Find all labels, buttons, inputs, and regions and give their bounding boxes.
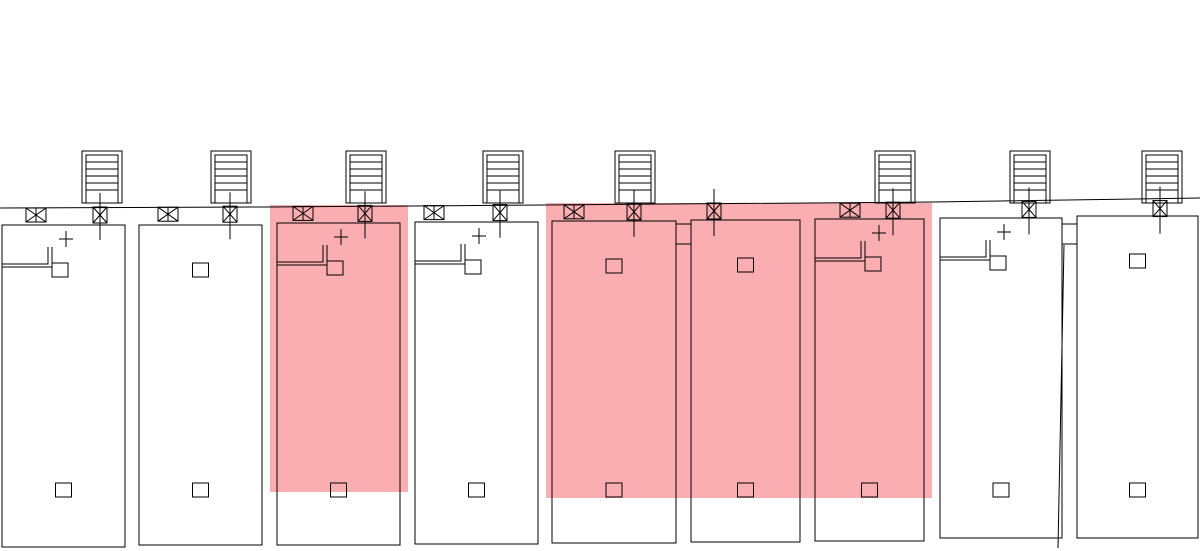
manhole-icon xyxy=(55,482,72,498)
ladder-outline xyxy=(482,150,524,204)
bay-1 xyxy=(1,193,126,548)
bay-outline xyxy=(939,217,1063,539)
ladder-inner xyxy=(1145,154,1179,204)
manhole-icon xyxy=(326,260,344,276)
ladder-group xyxy=(81,150,1183,204)
ladder-icon xyxy=(874,150,916,204)
bay-6 xyxy=(690,189,801,543)
ladder-inner xyxy=(214,154,248,204)
bay-outline xyxy=(138,224,263,546)
ladder-icon xyxy=(614,150,656,204)
ladder-icon xyxy=(1141,150,1183,204)
connector xyxy=(675,223,692,245)
service-line xyxy=(0,197,1200,209)
ladder-outline xyxy=(874,150,916,204)
bay-outline xyxy=(814,218,925,542)
bay-8 xyxy=(939,187,1063,539)
manhole-icon xyxy=(192,262,209,278)
service-line xyxy=(0,197,1200,209)
connector xyxy=(1061,223,1078,245)
bay-outline xyxy=(414,221,539,545)
ladder-outline xyxy=(1141,150,1183,204)
ladder-inner xyxy=(85,154,119,204)
pipe xyxy=(940,240,991,261)
highlight-zone xyxy=(270,205,408,492)
bay-4 xyxy=(414,190,539,545)
bay-9 xyxy=(1076,186,1199,539)
manhole-icon xyxy=(1129,482,1146,498)
manhole-icon xyxy=(861,482,878,498)
bay-3 xyxy=(276,191,401,546)
manhole-icon xyxy=(51,262,69,278)
manhole-icon xyxy=(605,258,623,274)
bay-outline xyxy=(690,219,801,543)
manhole-icon xyxy=(737,257,754,273)
bay-outline xyxy=(551,220,677,544)
manhole-icon xyxy=(992,482,1010,498)
manhole-icon xyxy=(464,259,482,275)
pipe xyxy=(415,244,466,265)
pipe xyxy=(815,241,866,262)
pipe xyxy=(277,245,324,263)
manhole-icon xyxy=(605,482,623,498)
ladder-icon xyxy=(81,150,123,204)
bay-5 xyxy=(551,189,677,544)
ladder-outline xyxy=(614,150,656,204)
bay-2 xyxy=(138,192,263,546)
ladder-outline xyxy=(345,150,387,204)
bay-outline xyxy=(1,224,126,548)
pipe xyxy=(940,240,987,258)
ladder-icon xyxy=(1009,150,1051,204)
highlight-zone xyxy=(546,203,932,498)
manhole-icon xyxy=(468,482,485,498)
ladder-icon xyxy=(482,150,524,204)
manhole-icon xyxy=(192,482,209,498)
manhole-icon xyxy=(330,482,347,498)
ladder-icon xyxy=(345,150,387,204)
pipe xyxy=(2,247,49,265)
manhole-icon xyxy=(737,482,754,498)
bay-outline xyxy=(1076,215,1199,539)
ladder-icon xyxy=(210,150,252,204)
connector-line xyxy=(1057,244,1065,549)
manhole-icon xyxy=(864,256,882,272)
ladder-inner xyxy=(618,154,652,204)
bay-outline xyxy=(276,222,401,546)
ladder-inner xyxy=(1013,154,1047,204)
ladder-inner xyxy=(349,154,383,204)
manhole-icon xyxy=(989,255,1007,271)
pipe xyxy=(277,245,328,266)
ladder-inner xyxy=(878,154,912,204)
manhole-icon xyxy=(1129,253,1146,269)
ladder-inner xyxy=(486,154,520,204)
highlight-zones xyxy=(270,203,932,498)
ladder-outline xyxy=(210,150,252,204)
pipe xyxy=(2,247,53,268)
bay-7 xyxy=(814,188,925,542)
ladder-outline xyxy=(81,150,123,204)
pipe xyxy=(815,241,862,259)
pipe xyxy=(415,244,462,262)
ladder-outline xyxy=(1009,150,1051,204)
